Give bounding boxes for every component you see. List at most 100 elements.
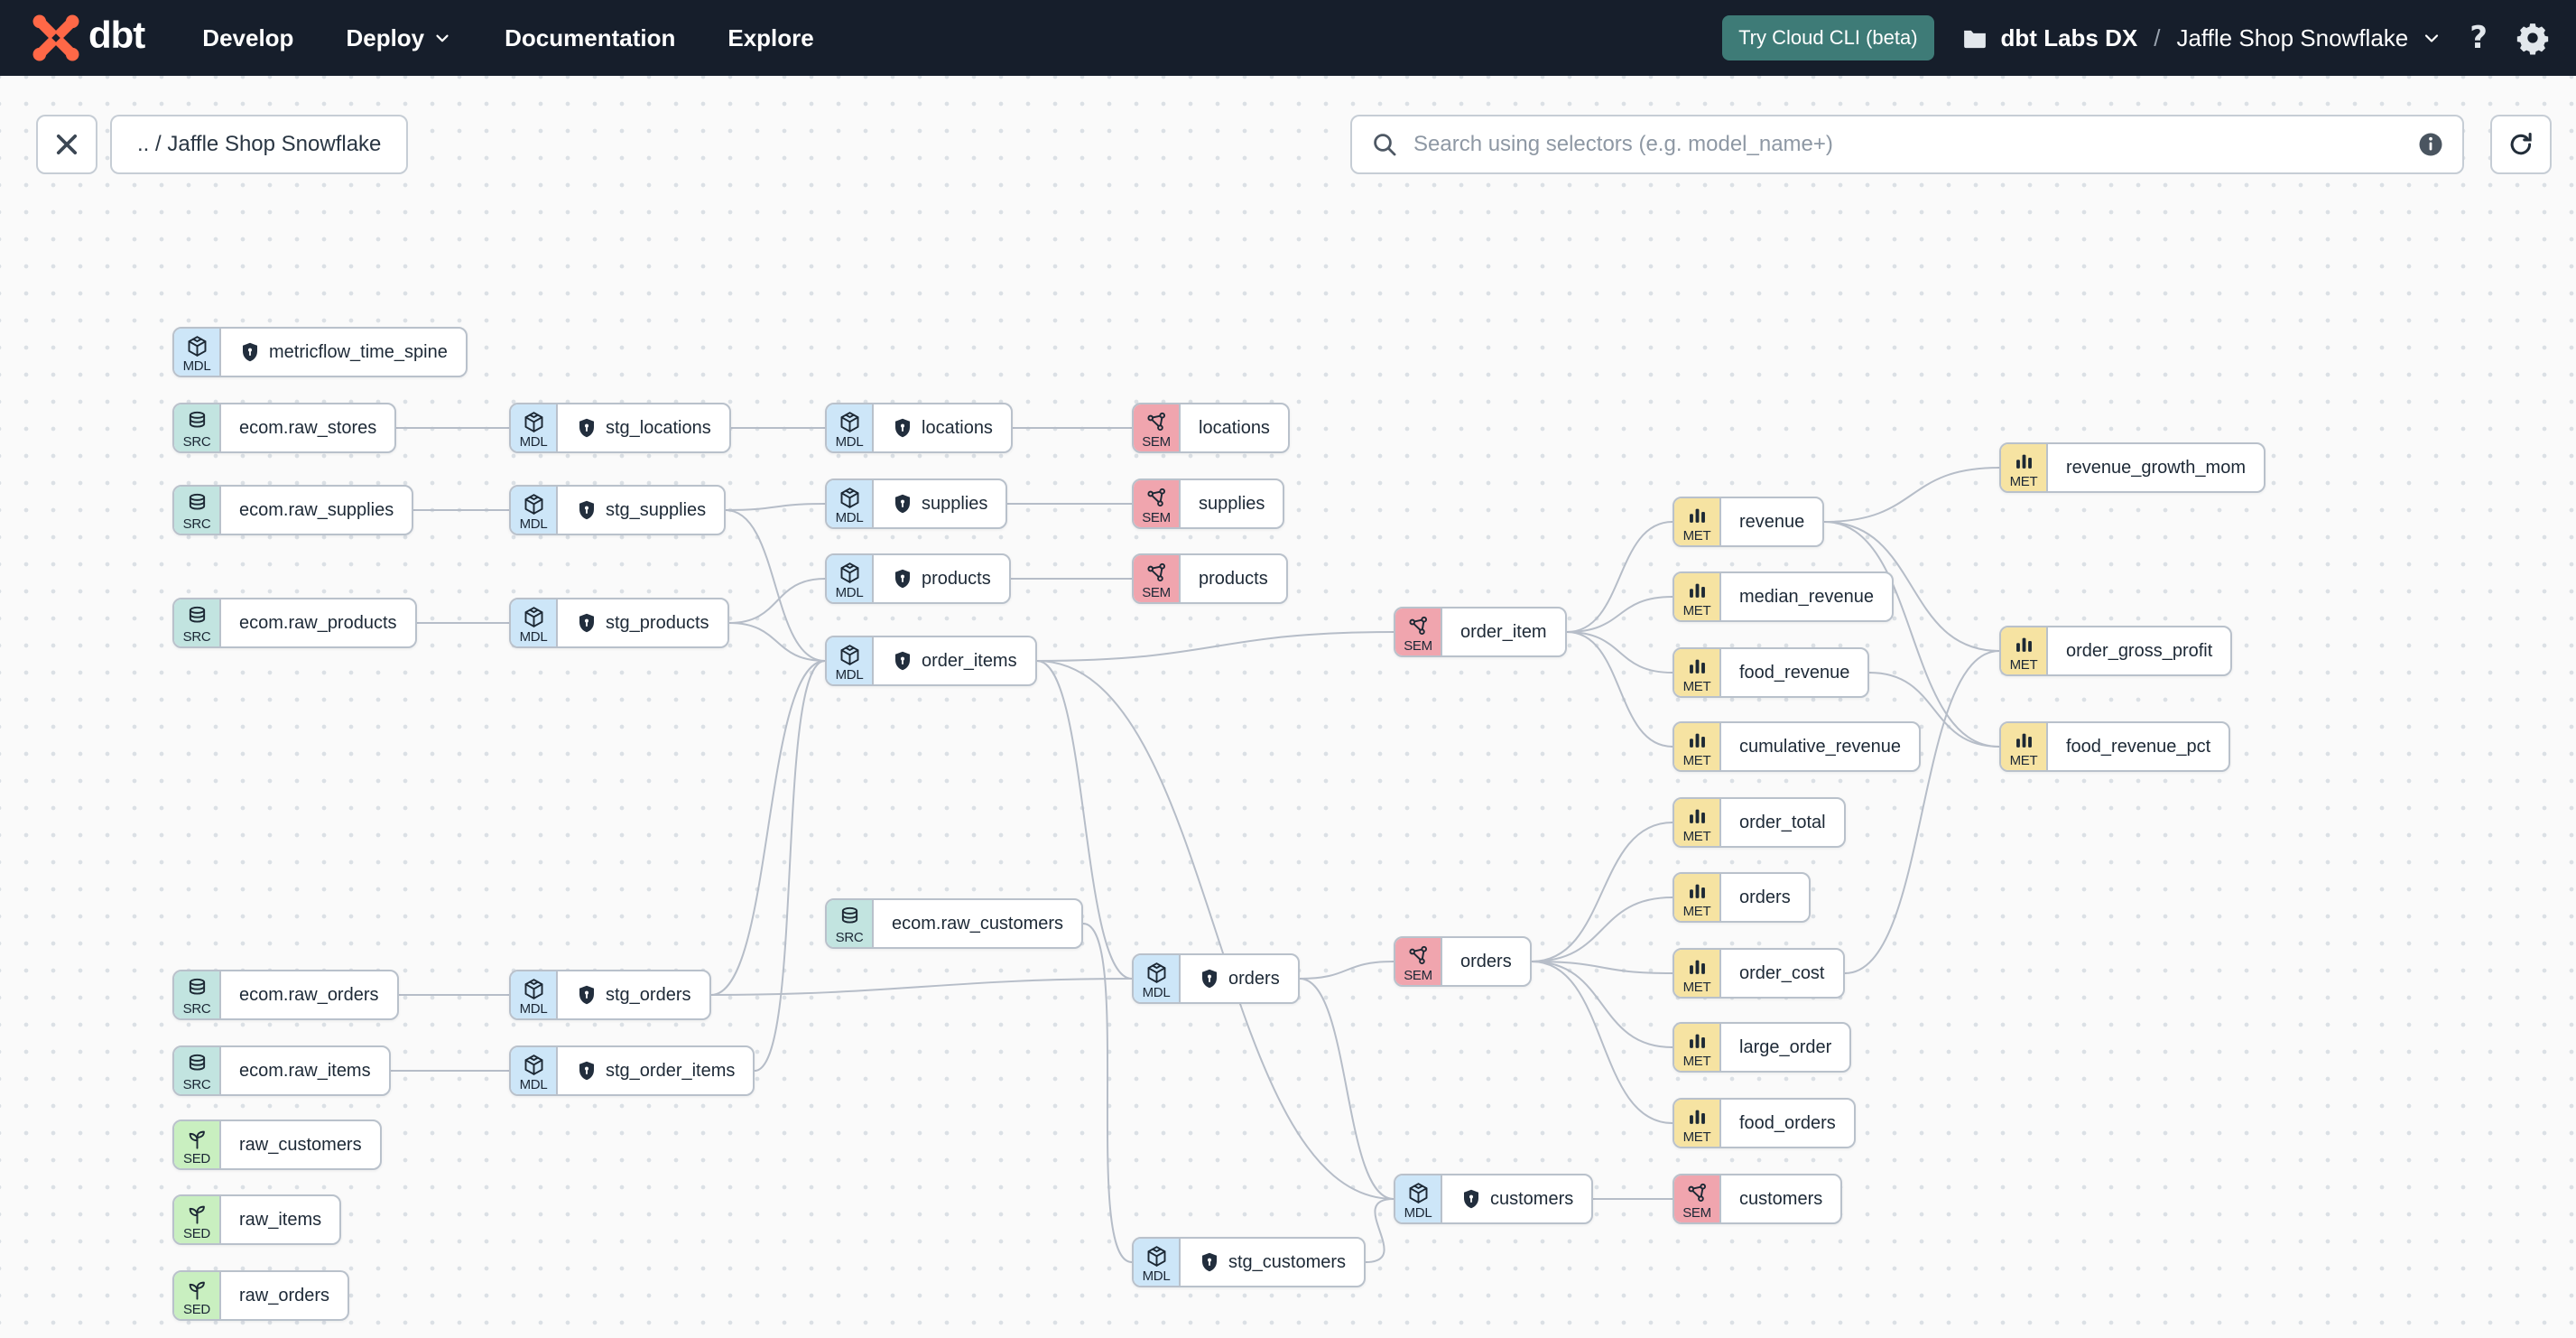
node-type-label: SRC [182, 1000, 211, 1017]
try-cloud-cli-button[interactable]: Try Cloud CLI (beta) [1722, 15, 1934, 60]
node-label-area: supplies [1181, 480, 1283, 527]
node-type-badge: MDL [827, 555, 874, 602]
node-type-badge: MET [2001, 444, 2048, 491]
shield-icon [576, 417, 598, 439]
gear-icon[interactable] [2515, 20, 2551, 56]
search-input[interactable] [1412, 131, 2405, 158]
node-type-badge: SRC [174, 1047, 221, 1094]
graph-node-orders_mdl[interactable]: MDL orders [1132, 953, 1300, 1004]
top-navigation-bar: dbt Develop Deploy Documentation Explore… [0, 0, 2576, 76]
node-label: products [1199, 568, 1268, 589]
node-label: stg_locations [606, 417, 711, 438]
shield-icon [576, 612, 598, 634]
refresh-button[interactable] [2490, 115, 2552, 174]
lineage-edge [1566, 521, 1673, 633]
node-label-area: order_gross_profit [2048, 627, 2230, 674]
metric-icon [1685, 1029, 1710, 1054]
node-label: order_item [1460, 621, 1547, 642]
cube-icon [1144, 1244, 1169, 1268]
nav-item-develop[interactable]: Develop [202, 23, 294, 51]
node-type-label: SEM [1142, 509, 1171, 525]
nav-item-documentation[interactable]: Documentation [505, 23, 676, 51]
node-label: ecom.raw_supplies [239, 499, 394, 520]
nav-item-deploy[interactable]: Deploy [346, 24, 452, 52]
node-type-label: MDL [835, 509, 864, 525]
project-name[interactable]: Jaffle Shop Snowflake [2176, 23, 2409, 51]
node-label-area: ecom.raw_orders [221, 971, 397, 1018]
node-label: median_revenue [1739, 586, 1874, 607]
graph-node-supplies_sem[interactable]: SEM supplies [1132, 479, 1285, 529]
account-name[interactable]: dbt Labs DX [2000, 23, 2138, 51]
node-type-badge: SEM [1674, 1175, 1721, 1222]
database-icon [185, 605, 209, 629]
database-icon [185, 977, 209, 1001]
node-label-area: orders [1181, 955, 1298, 1002]
shield-icon [1460, 1188, 1482, 1210]
node-type-badge: SED [174, 1196, 221, 1243]
node-label: order_gross_profit [2066, 640, 2213, 661]
node-label-area: ecom.raw_stores [221, 404, 394, 451]
shield-icon [892, 417, 913, 439]
info-icon[interactable] [2417, 131, 2444, 158]
main-menu: Develop Deploy Documentation Explore [202, 24, 813, 52]
node-label-area: food_orders [1721, 1100, 1854, 1147]
node-type-badge: MDL [827, 637, 874, 684]
lineage-edge [1566, 631, 1673, 674]
lineage-edge [1036, 660, 1395, 1200]
node-label: stg_products [606, 612, 709, 633]
node-type-label: MET [1682, 527, 1711, 544]
close-lineage-button[interactable] [36, 115, 97, 174]
node-type-label: MDL [1142, 984, 1171, 1000]
node-type-label: MET [1682, 678, 1711, 694]
project-breadcrumb-group: dbt Labs DX / Jaffle Shop Snowflake [1961, 24, 2443, 52]
help-icon[interactable]: ? [2469, 20, 2488, 56]
seedling-icon [185, 1127, 209, 1151]
nav-item-explore[interactable]: Explore [727, 23, 814, 51]
graph-node-raw_orders_src[interactable]: SRC ecom.raw_orders [172, 970, 399, 1020]
dbt-logo[interactable]: dbt [32, 14, 145, 61]
semantic-model-icon [1144, 486, 1169, 510]
node-type-badge: SEM [1134, 480, 1181, 527]
chevron-down-icon[interactable] [2421, 27, 2442, 49]
node-type-badge: MET [1674, 799, 1721, 846]
lineage-breadcrumb[interactable]: .. / Jaffle Shop Snowflake [110, 115, 409, 174]
